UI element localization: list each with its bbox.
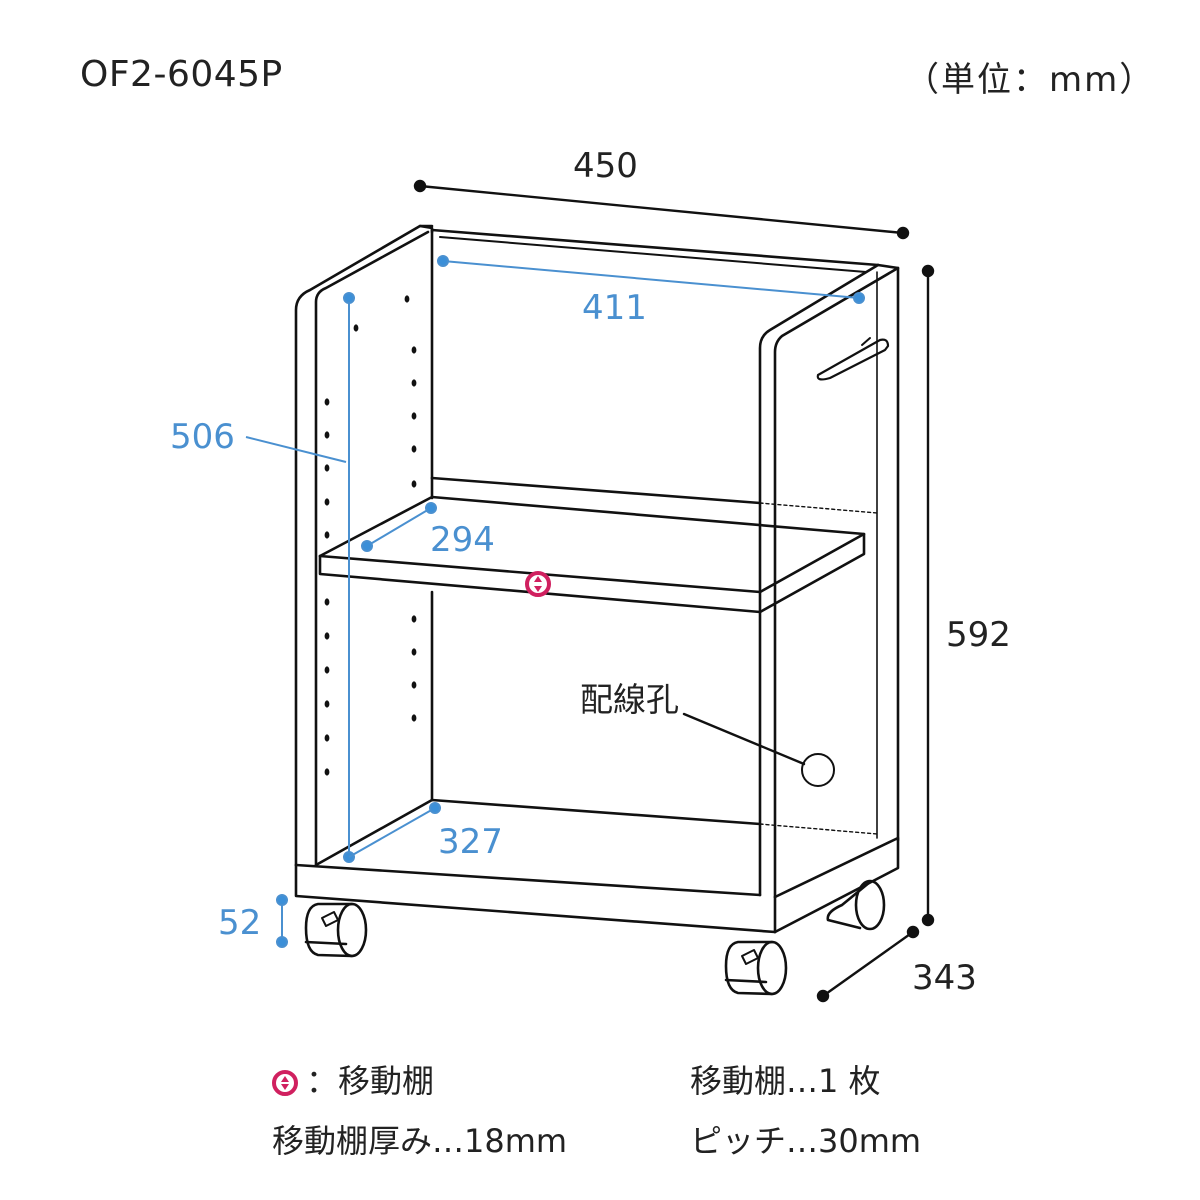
left-panel-outer: [294, 224, 434, 867]
cable-hole-label: 配線孔: [580, 680, 679, 719]
legend-movable-shelf: ：移動棚: [272, 1056, 434, 1102]
dim-total-height: 592: [946, 615, 1011, 655]
dim-shelf-depth: 294: [430, 520, 495, 560]
dim-inner-height: 506: [170, 417, 235, 457]
caster-front-right: [724, 940, 788, 996]
dim-outer-width: 450: [573, 146, 638, 186]
legend-movable-shelf-label: ：移動棚: [306, 1062, 435, 1100]
dim-inner-width: 411: [582, 288, 647, 328]
legend-pitch: ピッチ…30mm: [690, 1122, 922, 1160]
unit-label: （単位：mm）: [905, 60, 1156, 100]
legend-shelf-thickness: 移動棚厚み…18mm: [272, 1122, 568, 1160]
legend-shelf-count: 移動棚…1 枚: [690, 1062, 881, 1100]
dim-base-height: 52: [218, 903, 262, 943]
movable-shelf-marker-icon: [525, 571, 551, 597]
dim-total-depth: 343: [912, 958, 977, 998]
movable-shelf-icon: [272, 1070, 298, 1096]
dim-bottom-depth: 327: [438, 822, 503, 862]
model-number: OF2-6045P: [80, 54, 283, 95]
caster-back-right: [826, 879, 886, 931]
caster-front-left: [304, 902, 368, 958]
shelf-pin-holes: [324, 295, 417, 776]
